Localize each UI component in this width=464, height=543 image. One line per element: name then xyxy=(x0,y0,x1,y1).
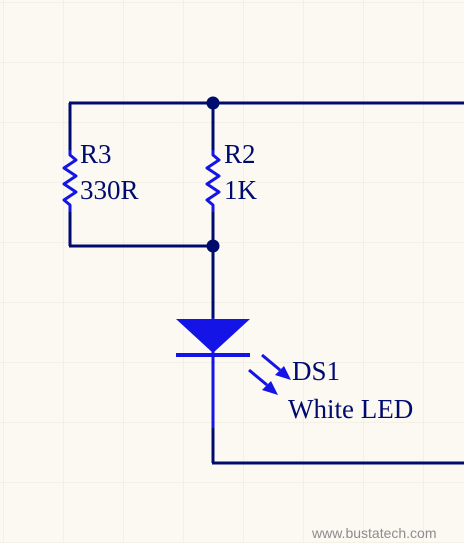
junction-dot-bottom xyxy=(206,239,220,253)
led-arrow-2-head xyxy=(262,381,278,395)
led-light-arrows xyxy=(248,353,291,395)
r3-designator-label: R3 xyxy=(80,139,112,169)
ds1-value-label: White LED xyxy=(288,394,413,424)
r3-value-label: 330R xyxy=(80,175,139,205)
led-arrow-1-head xyxy=(275,366,291,380)
resistor-r3 xyxy=(62,150,78,212)
ds1-designator-label: DS1 xyxy=(292,356,340,386)
led-arrow-2-shaft xyxy=(248,368,268,387)
resistor-r2-zigzag xyxy=(205,150,221,212)
watermark: www.bustatech.com xyxy=(311,525,437,541)
junction-dot-top xyxy=(206,96,220,110)
wires xyxy=(68,101,464,465)
resistor-r2 xyxy=(205,150,221,212)
resistor-r3-zigzag xyxy=(62,150,78,212)
led-arrow-1-shaft xyxy=(261,353,281,372)
led-triangle xyxy=(176,319,250,353)
r2-value-label: 1K xyxy=(224,175,258,205)
led-ds1 xyxy=(176,318,291,428)
r2-designator-label: R2 xyxy=(224,139,256,169)
